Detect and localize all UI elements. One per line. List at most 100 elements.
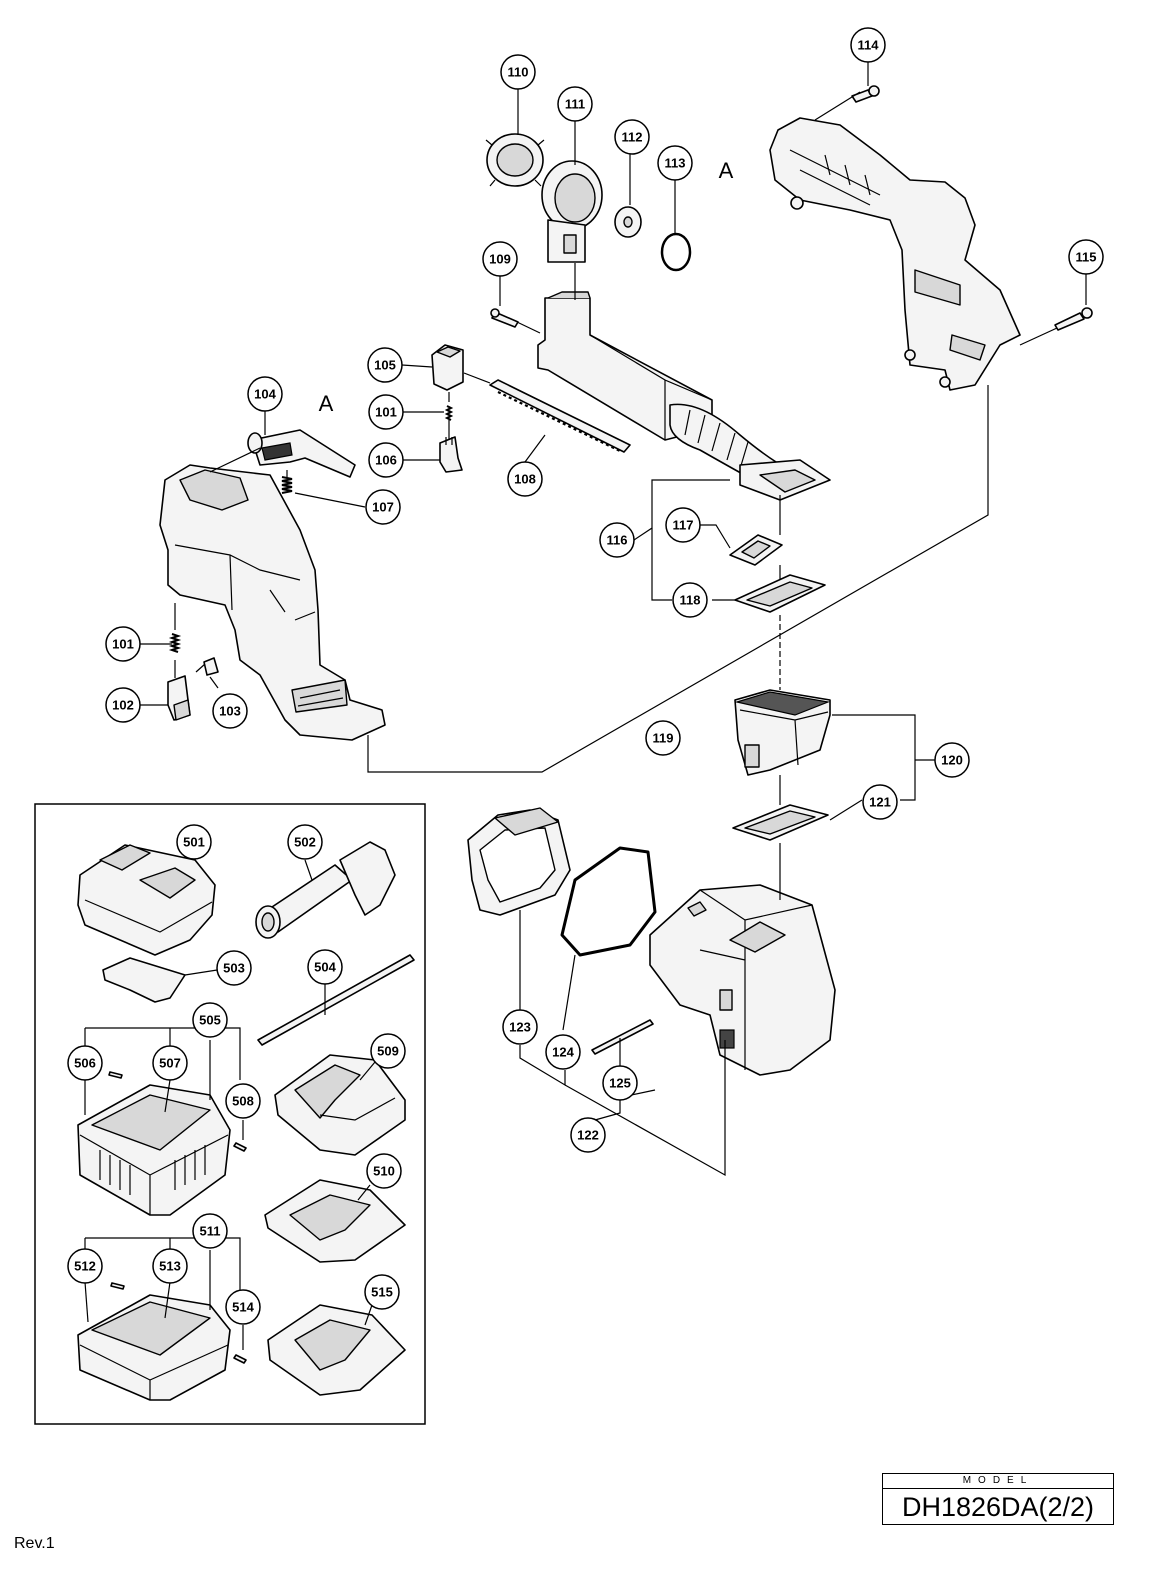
model-title-block: MODEL DH1826DA(2/2) <box>882 1473 1114 1525</box>
svg-text:116: 116 <box>607 533 628 548</box>
callout-510: 510 <box>366 1153 402 1189</box>
part-right-frame <box>769 117 1021 391</box>
callout-506: 506 <box>67 1045 103 1081</box>
svg-text:107: 107 <box>372 500 394 515</box>
svg-text:509: 509 <box>377 1044 399 1059</box>
callout-101-lower: 101 <box>105 626 141 662</box>
part-left-housing <box>159 464 386 741</box>
model-number: DH1826DA(2/2) <box>901 1492 1095 1522</box>
svg-text:112: 112 <box>622 130 643 145</box>
callout-503: 503 <box>216 950 252 986</box>
part-120-filter <box>734 689 831 776</box>
svg-text:125: 125 <box>609 1076 631 1091</box>
inset-accessories <box>34 803 426 1425</box>
part-101-spring-lower <box>168 633 182 653</box>
svg-text:110: 110 <box>508 65 529 80</box>
part-503-bracket <box>102 957 186 1003</box>
svg-text:103: 103 <box>219 704 241 719</box>
callout-108: 108 <box>507 461 543 497</box>
part-506-screw <box>108 1071 123 1079</box>
part-114-screw <box>851 85 880 103</box>
part-508-screw <box>233 1142 247 1152</box>
part-118-frame <box>734 574 826 613</box>
callout-119: 119 <box>645 720 681 756</box>
svg-text:124: 124 <box>552 1045 574 1060</box>
svg-text:502: 502 <box>294 835 316 850</box>
svg-text:512: 512 <box>74 1259 96 1274</box>
part-107-spring <box>281 476 293 494</box>
part-103-clip <box>203 657 219 676</box>
svg-text:508: 508 <box>232 1094 254 1109</box>
callout-512: 512 <box>67 1248 103 1284</box>
reference-letter-a-left: A <box>319 391 334 416</box>
revision-label: Rev.1 <box>14 1535 55 1552</box>
svg-text:514: 514 <box>232 1300 254 1315</box>
svg-text:122: 122 <box>577 1128 599 1143</box>
svg-text:504: 504 <box>314 960 336 975</box>
callout-120: 120 <box>934 742 970 778</box>
part-108-tube-assembly <box>537 291 831 501</box>
callout-101-upper: 101 <box>368 394 404 430</box>
svg-text:113: 113 <box>665 156 686 171</box>
callout-509: 509 <box>370 1033 406 1069</box>
part-125-pin <box>591 1019 654 1055</box>
svg-text:506: 506 <box>74 1056 96 1071</box>
part-104-lever <box>247 429 356 478</box>
callout-105: 105 <box>367 347 403 383</box>
callout-508: 508 <box>225 1083 261 1119</box>
callout-123: 123 <box>502 1009 538 1045</box>
svg-text:111: 111 <box>565 97 585 112</box>
callout-114: 114 <box>850 27 886 63</box>
part-111-elbow <box>541 160 603 263</box>
part-115-screw <box>1054 307 1093 331</box>
callout-110: 110 <box>500 54 536 90</box>
callout-513: 513 <box>152 1248 188 1284</box>
svg-text:510: 510 <box>373 1164 395 1179</box>
part-501-charger <box>77 844 216 956</box>
svg-text:120: 120 <box>941 753 963 768</box>
callout-115: 115 <box>1068 239 1104 275</box>
svg-text:511: 511 <box>200 1224 221 1239</box>
svg-text:115: 115 <box>1076 250 1097 265</box>
part-502-side-handle <box>255 841 396 939</box>
part-102-button <box>167 675 191 721</box>
callout-502: 502 <box>287 824 323 860</box>
svg-text:106: 106 <box>375 453 397 468</box>
part-dust-box <box>649 884 836 1076</box>
svg-text:114: 114 <box>858 38 880 53</box>
part-101-spring-upper <box>444 405 454 421</box>
part-123-frame <box>467 807 571 916</box>
callout-118: 118 <box>672 582 708 618</box>
part-109-screw <box>490 308 519 328</box>
callout-103: 103 <box>212 693 248 729</box>
svg-text:105: 105 <box>374 358 396 373</box>
part-105-cap <box>431 344 464 391</box>
callout-515: 515 <box>364 1274 400 1310</box>
callout-511: 511 <box>192 1213 228 1249</box>
svg-text:101: 101 <box>375 405 397 420</box>
svg-text:515: 515 <box>371 1285 393 1300</box>
svg-text:118: 118 <box>680 593 701 608</box>
part-113-retaining-ring <box>660 232 692 272</box>
case-upper <box>77 1084 231 1216</box>
svg-text:507: 507 <box>159 1056 181 1071</box>
callout-125: 125 <box>602 1065 638 1101</box>
svg-text:117: 117 <box>673 518 694 533</box>
part-512-screw <box>110 1282 125 1290</box>
part-515-insert <box>267 1304 406 1396</box>
svg-text:121: 121 <box>869 795 891 810</box>
callout-501: 501 <box>176 824 212 860</box>
svg-text:505: 505 <box>199 1013 221 1028</box>
part-106-latch <box>439 436 463 473</box>
callout-122: 122 <box>570 1117 606 1153</box>
callout-116: 116 <box>599 522 635 558</box>
callout-505: 505 <box>192 1002 228 1038</box>
svg-text:109: 109 <box>489 252 511 267</box>
svg-text:104: 104 <box>254 387 276 402</box>
svg-text:123: 123 <box>509 1020 531 1035</box>
callout-104: 104 <box>247 376 283 412</box>
svg-text:501: 501 <box>183 835 205 850</box>
callout-124: 124 <box>545 1034 581 1070</box>
callout-111: 111 <box>557 86 593 122</box>
